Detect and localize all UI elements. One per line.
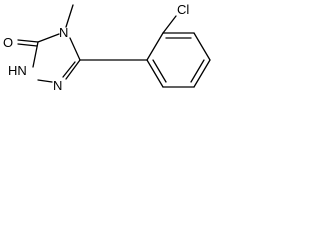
chlorine-label: Cl (177, 2, 189, 17)
bond-c-o-2 (17, 43, 38, 47)
bond-ph-c3-c4 (193, 32, 211, 61)
bond-ph-c1-c2 (146, 32, 164, 61)
bond-ph-c4-c5 (193, 59, 211, 88)
n-ring-label: N (53, 78, 62, 93)
bond-n4-c5 (69, 37, 81, 61)
bond-c3-n4 (37, 33, 60, 43)
bond-c-cl (162, 15, 177, 34)
bond-ph-inner-3 (152, 59, 167, 83)
chemical-structure: O HN N N Cl (3, 2, 211, 93)
bond-n1-n2 (37, 79, 53, 83)
bond-ph-inner-2 (190, 59, 205, 83)
bond-n-methyl (65, 4, 74, 28)
nh-label: HN (8, 63, 27, 78)
triazolone-ring (32, 33, 81, 83)
bond-c5-n1-outer (65, 59, 81, 80)
oxygen-label: O (3, 35, 13, 50)
chlorophenyl-ring (146, 32, 211, 88)
bond-c5-n1-inner (62, 61, 76, 78)
n-methyl-label: N (59, 25, 68, 40)
bond-c-o-1 (17, 39, 39, 43)
bond-ph-c6-c1 (146, 59, 164, 88)
carbonyl-group (17, 39, 39, 47)
